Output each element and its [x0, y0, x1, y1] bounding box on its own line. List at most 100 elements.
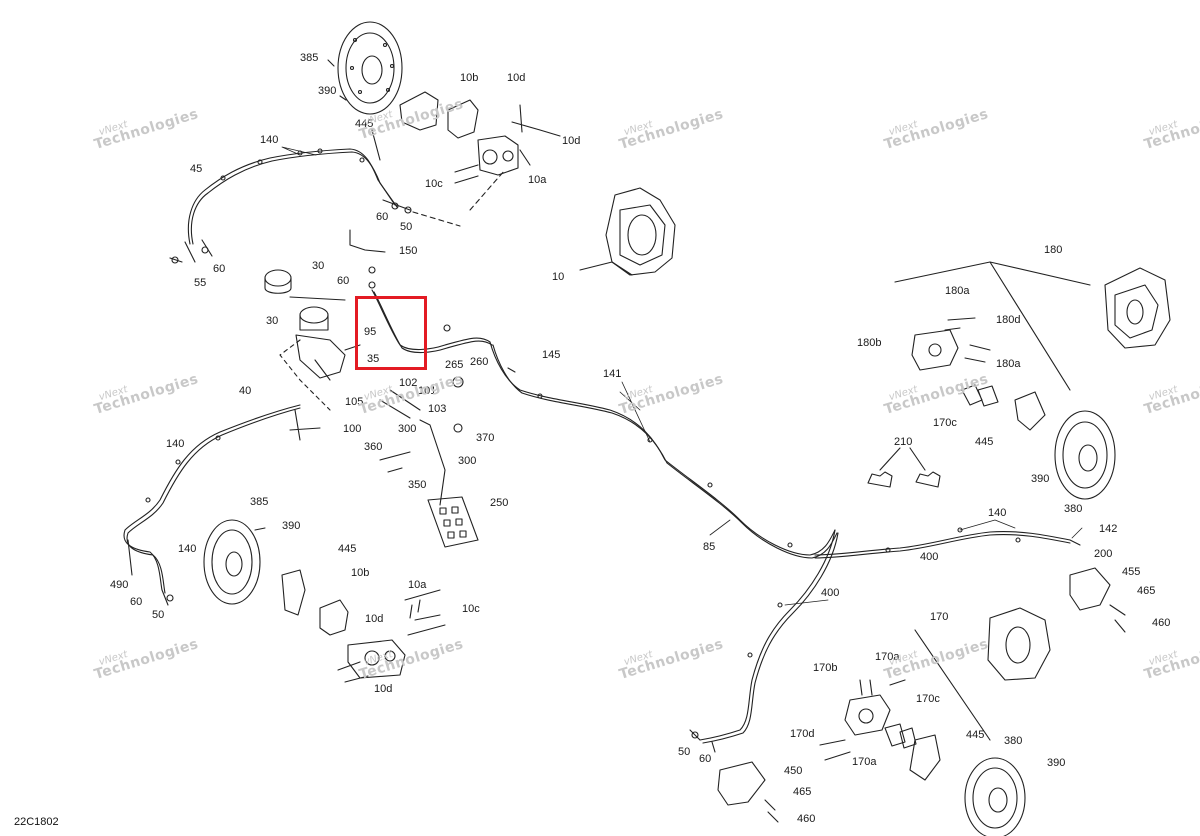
callout-460-right: 460 — [1152, 617, 1171, 629]
callout-10b-left: 10b — [351, 567, 370, 579]
callout-50-bottom-left: 50 — [152, 609, 165, 621]
callout-380-bottom: 380 — [1004, 735, 1023, 747]
callout-140-right: 140 — [988, 507, 1007, 519]
callout-50-bottom: 50 — [678, 746, 691, 758]
callout-141: 141 — [603, 368, 622, 380]
callout-140-left2: 140 — [178, 543, 197, 555]
callout-465-bottom: 465 — [793, 786, 812, 798]
callout-170b: 170b — [813, 662, 838, 674]
callout-210: 210 — [894, 436, 913, 448]
callout-300-top: 300 — [398, 423, 417, 435]
callout-105: 105 — [345, 396, 364, 408]
callout-445-right: 445 — [975, 436, 994, 448]
callout-380-right: 380 — [1064, 503, 1083, 515]
callout-445-top: 445 — [355, 118, 374, 130]
callout-465-right: 465 — [1137, 585, 1156, 597]
callout-45: 45 — [190, 163, 203, 175]
callout-leaders — [281, 146, 1083, 606]
callout-180: 180 — [1044, 244, 1063, 256]
callout-455: 455 — [1122, 566, 1141, 578]
callout-85: 85 — [703, 541, 716, 553]
callout-145: 145 — [542, 349, 561, 361]
callout-101: 101 — [418, 385, 437, 397]
callout-250: 250 — [490, 497, 509, 509]
right-lower-caliper — [819, 607, 1051, 781]
brake-pedal-assembly — [379, 376, 479, 548]
callout-170a-top: 170a — [875, 651, 900, 663]
callout-445-left: 445 — [338, 543, 357, 555]
right-bracket-455 — [1069, 567, 1126, 633]
callout-180d: 180d — [996, 314, 1021, 326]
callout-360: 360 — [364, 441, 383, 453]
callout-460-bottom: 460 — [797, 813, 816, 825]
callout-60-mid: 60 — [337, 275, 350, 287]
callout-180a-top: 180a — [945, 285, 970, 297]
callout-180b: 180b — [857, 337, 882, 349]
callout-170c-bottom: 170c — [916, 693, 940, 705]
callout-10c-left: 10c — [462, 603, 480, 615]
callout-40: 40 — [239, 385, 252, 397]
callout-260: 260 — [470, 356, 489, 368]
callout-35: 35 — [367, 353, 380, 365]
callout-150: 150 — [399, 245, 418, 257]
callout-390-left: 390 — [282, 520, 301, 532]
bottom-bracket-450 — [717, 761, 779, 823]
left-brake-rotor — [203, 519, 266, 605]
callout-450: 450 — [784, 765, 803, 777]
right-upper-rotor — [1054, 410, 1116, 500]
callout-102: 102 — [399, 377, 418, 389]
callout-445-bottom: 445 — [966, 729, 985, 741]
top-caliper-assembly — [399, 91, 561, 227]
callout-60-bottom-left: 60 — [130, 596, 143, 608]
right-lower-rotor — [964, 757, 1026, 836]
callout-142: 142 — [1099, 523, 1118, 535]
clips-210 — [867, 447, 941, 488]
callout-400-mid: 400 — [821, 587, 840, 599]
callout-95: 95 — [364, 326, 377, 338]
callout-60-left: 60 — [213, 263, 226, 275]
callout-170: 170 — [930, 611, 949, 623]
callout-30-left: 30 — [266, 315, 279, 327]
callout-103: 103 — [428, 403, 447, 415]
rear-left-brake-line — [123, 404, 321, 606]
callout-10d-left: 10d — [365, 613, 384, 625]
callout-390-top: 390 — [318, 85, 337, 97]
callout-10: 10 — [552, 271, 565, 283]
callout-390-right: 390 — [1031, 473, 1050, 485]
callout-390-bottom: 390 — [1047, 757, 1066, 769]
highlight-box — [355, 296, 427, 370]
callout-170c-top: 170c — [933, 417, 957, 429]
callout-490: 490 — [110, 579, 129, 591]
front-left-brake-line — [169, 129, 412, 264]
callout-10b-top: 10b — [460, 72, 479, 84]
callout-55: 55 — [194, 277, 207, 289]
callout-370: 370 — [476, 432, 495, 444]
callout-140-left: 140 — [166, 438, 185, 450]
callout-10c-top: 10c — [425, 178, 443, 190]
highlighted-brake-line — [371, 289, 493, 354]
caliper-10 — [579, 187, 676, 276]
top-brake-rotor — [327, 21, 403, 115]
callout-10d-top: 10d — [507, 72, 526, 84]
callout-170a-bottom: 170a — [852, 756, 877, 768]
callout-30-top: 30 — [312, 260, 325, 272]
callout-350: 350 — [408, 479, 427, 491]
callout-50-top: 50 — [400, 221, 413, 233]
callout-200: 200 — [1094, 548, 1113, 560]
callout-60-bottom: 60 — [699, 753, 712, 765]
diagram-code: 22C1802 — [14, 816, 59, 828]
callout-400-right: 400 — [920, 551, 939, 563]
main-brake-line — [443, 324, 1081, 744]
callout-170d: 170d — [790, 728, 815, 740]
left-caliper-assembly — [281, 569, 446, 683]
callout-140-top: 140 — [260, 134, 279, 146]
callout-10d-left2: 10d — [374, 683, 393, 695]
right-upper-caliper — [894, 261, 1171, 431]
callout-385-left: 385 — [250, 496, 269, 508]
rear-hose-end — [689, 729, 716, 753]
callout-265: 265 — [445, 359, 464, 371]
callout-10a-left: 10a — [408, 579, 427, 591]
callout-60-top: 60 — [376, 211, 389, 223]
callout-10d-top2: 10d — [562, 135, 581, 147]
